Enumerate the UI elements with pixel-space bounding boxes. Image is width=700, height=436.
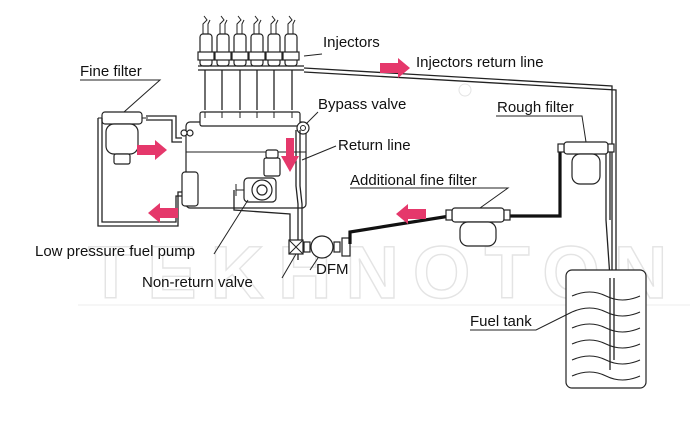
label-injectors: Injectors xyxy=(323,34,380,51)
injector-5 xyxy=(265,15,283,67)
injector-3 xyxy=(231,15,249,67)
flow-arrow-supply xyxy=(396,204,426,224)
fine-filter-leader xyxy=(80,79,162,113)
injectors-return-line xyxy=(303,67,617,278)
supply-line xyxy=(348,214,451,244)
injector-4 xyxy=(248,15,266,67)
flow-arrow-injectors-return xyxy=(380,58,410,78)
return-line-leader xyxy=(301,145,337,161)
label-fuel-tank: Fuel tank xyxy=(470,313,532,330)
label-low-pressure-fuel-pump: Low pressure fuel pump xyxy=(35,243,195,260)
fuel-injection-pump xyxy=(180,111,307,209)
label-bypass-valve: Bypass valve xyxy=(318,96,406,113)
bypass-valve-leader xyxy=(305,111,319,125)
rough-filter xyxy=(557,141,615,185)
dfm-flowmeter xyxy=(288,235,351,259)
dfm-leader xyxy=(309,257,319,271)
fuel-tank xyxy=(565,269,647,389)
additional-fine-filter-leader xyxy=(350,187,510,209)
fine-filter xyxy=(98,111,148,165)
label-fine-filter: Fine filter xyxy=(80,63,142,80)
flow-arrow-to-fine-filter xyxy=(148,203,178,223)
low-pressure-fuel-pump xyxy=(235,149,281,203)
supply-line-rough-to-fine xyxy=(508,150,562,218)
label-non-return-valve: Non-return valve xyxy=(142,274,253,291)
label-injectors-return-line: Injectors return line xyxy=(416,54,544,71)
injectors-leader xyxy=(303,53,323,57)
injector-6 xyxy=(282,15,300,67)
fuel-tank-leader xyxy=(470,311,573,331)
rough-filter-leader xyxy=(496,115,587,143)
supply-line-tank xyxy=(605,150,611,279)
flow-arrow-to-pump xyxy=(137,140,167,160)
flow-arrow-return-line xyxy=(281,138,299,172)
bypass-valve xyxy=(296,121,310,135)
injector-1 xyxy=(197,15,215,67)
additional-fine-filter xyxy=(445,207,511,247)
registered-mark xyxy=(458,83,472,97)
injector-2 xyxy=(214,15,232,67)
label-additional-fine-filter: Additional fine filter xyxy=(350,172,477,189)
fine-filter-outlet xyxy=(146,115,182,143)
label-rough-filter: Rough filter xyxy=(497,99,574,116)
non-return-valve-leader xyxy=(281,253,297,279)
low-pressure-pump-leader xyxy=(213,199,249,255)
label-dfm: DFM xyxy=(316,261,349,278)
label-return-line: Return line xyxy=(338,137,411,154)
injector-bank xyxy=(197,15,304,110)
fine-filter-inlet xyxy=(97,118,182,227)
